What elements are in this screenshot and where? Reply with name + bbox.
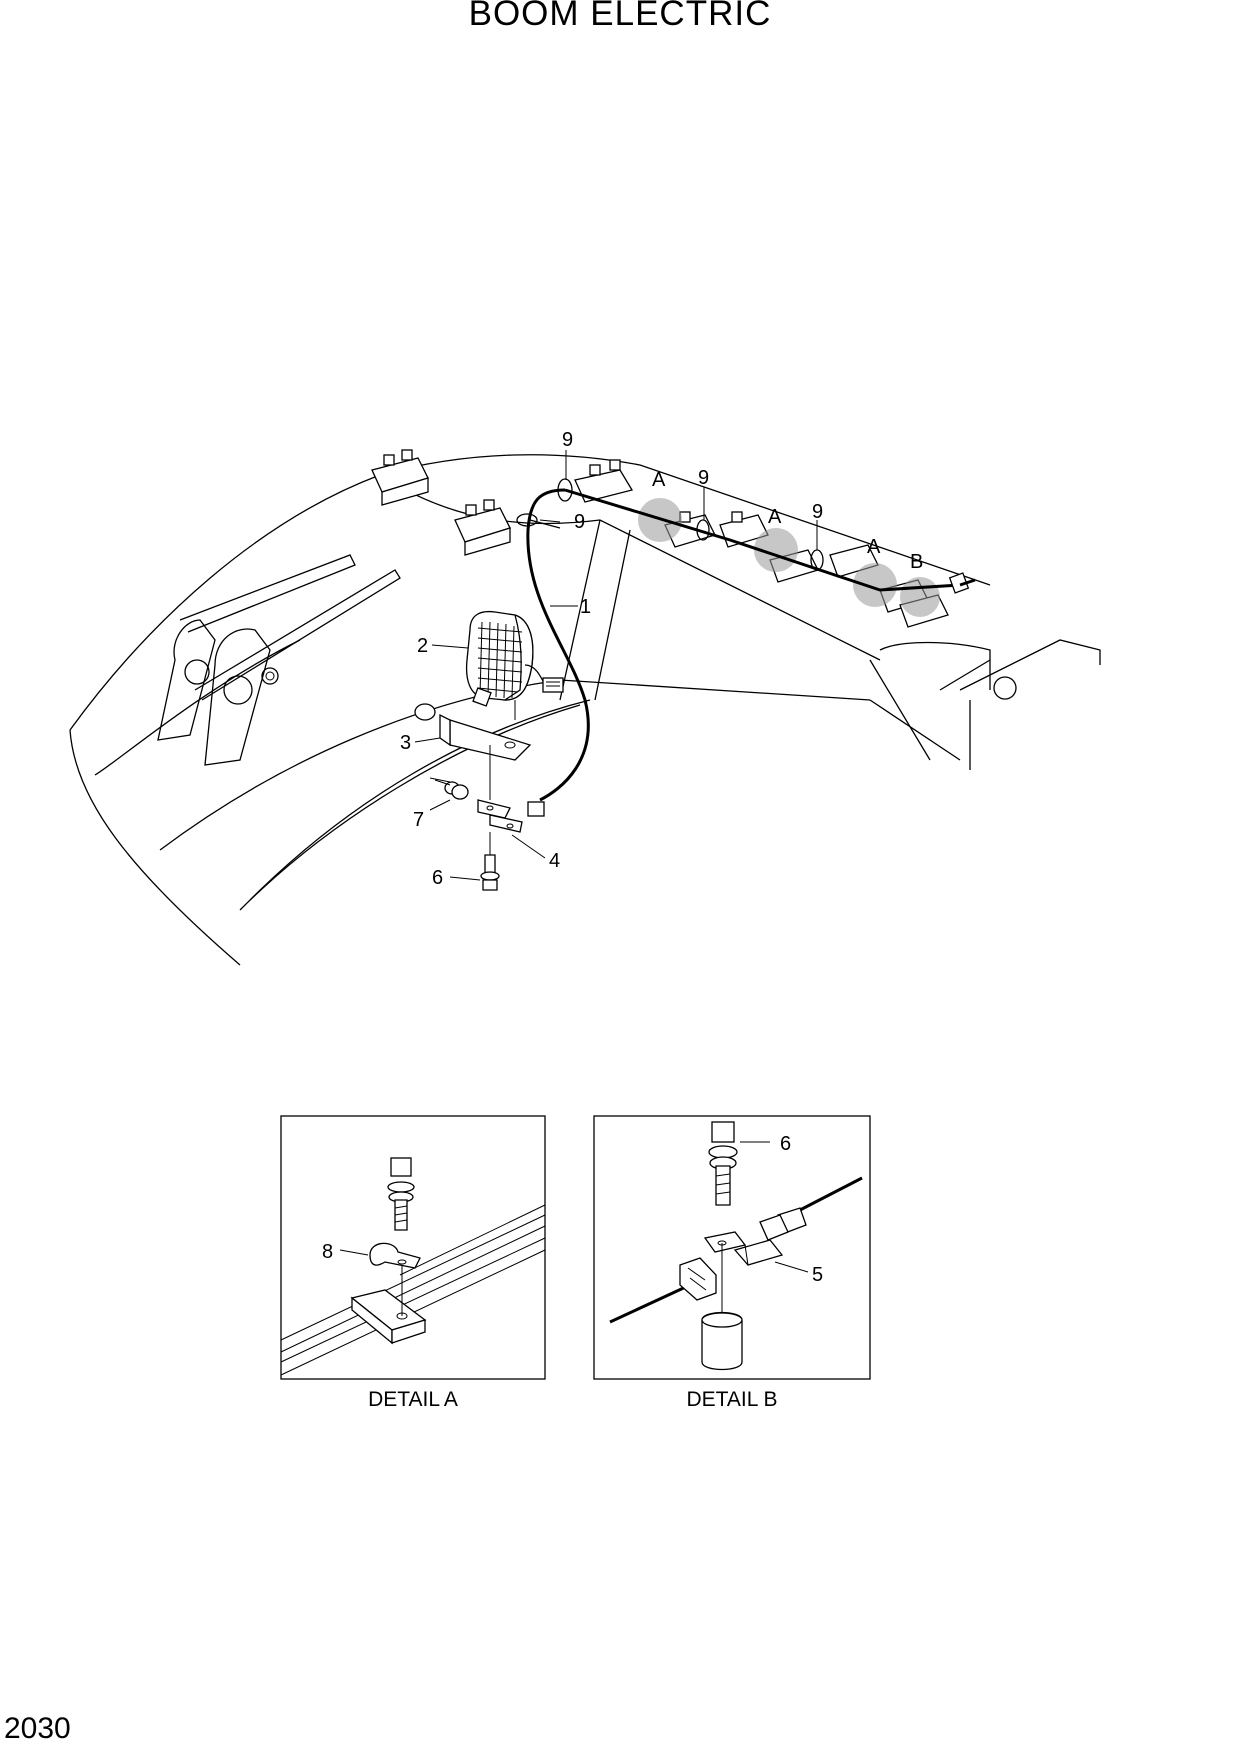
callout-b: B [910,551,923,573]
callout-9: 9 [562,429,573,451]
page-number: 2030 [4,1712,71,1745]
boom-structure [69,454,1101,966]
page-title: BOOM ELECTRIC [468,0,772,33]
wiring-harness [526,488,976,817]
detail-a: 8 [280,1115,546,1380]
callout-3: 3 [400,732,411,754]
callout-a: A [652,469,666,491]
main-callouts: 9 9 9 9 A A A B 1 2 3 7 4 6 [400,429,923,889]
callout-9: 9 [574,511,585,533]
callout-7: 7 [413,809,424,831]
detail-b-callout-5: 5 [812,1264,823,1286]
lamp-bracket [414,687,532,800]
detail-a-callout-8: 8 [322,1241,333,1263]
cable-clamps-left [371,449,511,556]
detail-a-caption: DETAIL A [368,1388,458,1411]
work-lamp [465,610,564,720]
callout-9: 9 [812,501,823,523]
callout-a: A [867,536,881,558]
callout-a: A [768,506,782,528]
callout-6: 6 [432,867,443,889]
small-bracket [477,799,523,833]
callout-leaders [414,450,818,881]
bolt-item-6 [480,832,500,891]
detail-b: 6 5 [593,1115,871,1380]
detail-b-caption: DETAIL B [686,1388,777,1411]
bolt-item-7 [429,777,469,800]
callout-2: 2 [417,635,428,657]
detail-b-callout-6: 6 [780,1133,791,1155]
callout-1: 1 [580,596,591,618]
callout-4: 4 [549,850,560,872]
lamp-lens-grid [477,621,523,699]
callout-9: 9 [698,467,709,489]
